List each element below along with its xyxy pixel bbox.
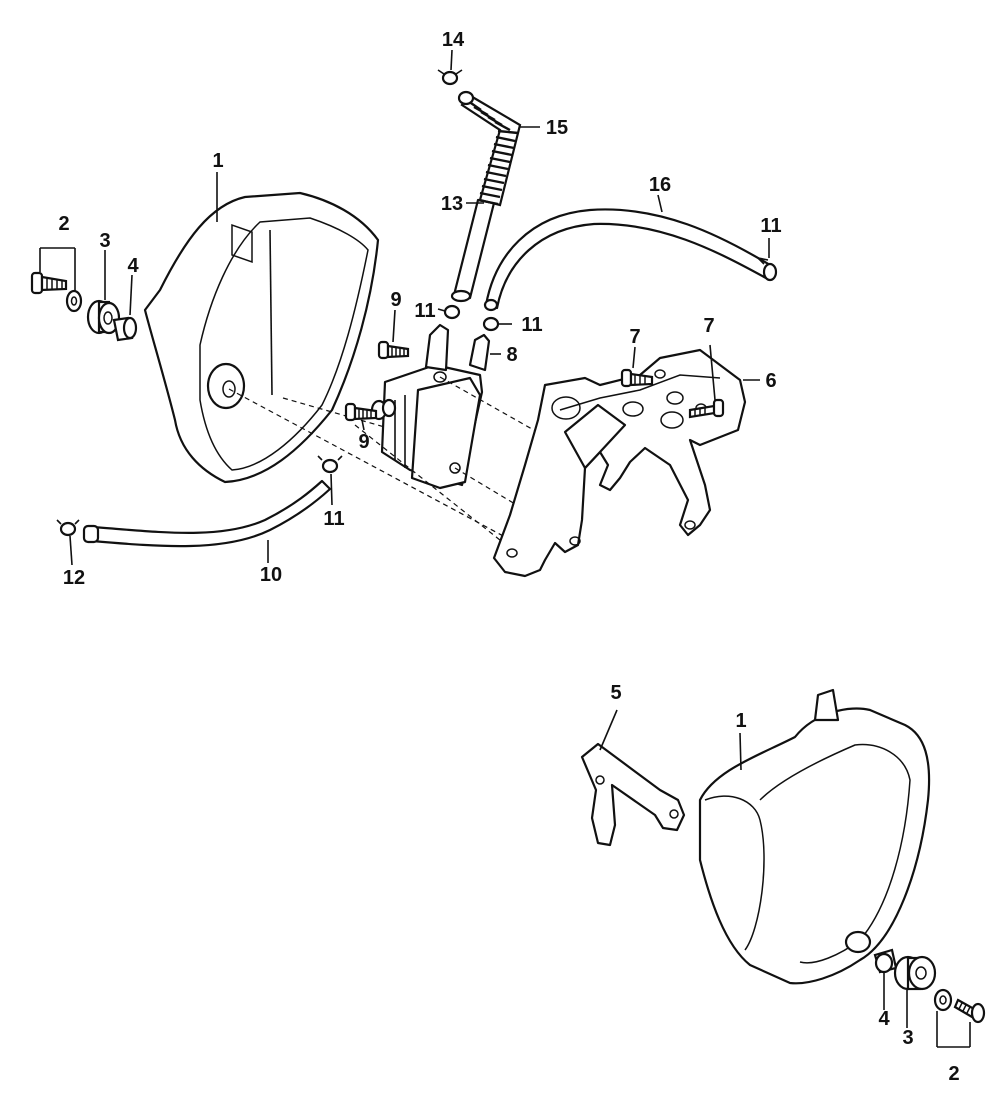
callout-1-upper: 1 [212,150,223,172]
fuel-pump-cover-upper [143,191,380,484]
callout-12: 12 [63,567,85,589]
callout-labels: 1 2 3 4 6 7 7 8 9 9 10 11 11 11 11 12 13… [58,29,959,1085]
fuel-hose-16 [483,208,778,312]
grommet-lower [893,955,937,991]
callout-11-lower: 11 [323,508,344,530]
callout-1-lower: 1 [735,710,746,732]
fuel-pump-cover-lower [698,688,931,985]
clamp-11-a [443,304,461,320]
grommet-upper [86,299,121,335]
screw-7-right [688,398,725,419]
leader-lines [39,49,971,1048]
clamp-14 [437,69,463,86]
clamp-11-c [317,455,343,474]
callout-6: 6 [765,370,776,392]
callout-16: 16 [649,174,671,196]
pump-hose-13 [450,198,496,303]
callout-5: 5 [610,682,621,704]
pump-bracket [492,348,747,578]
callout-4-upper: 4 [127,255,139,277]
clamp-12 [56,519,80,537]
screw-upper [30,271,83,313]
screw-9-upper [377,340,410,360]
screw-lower [933,988,986,1024]
screw-7-left [620,368,654,388]
callout-2-upper: 2 [58,213,69,235]
callout-9-upper: 9 [390,289,401,311]
fuel-hose-10 [82,479,332,548]
callout-11-right: 11 [521,314,542,336]
callout-7-left: 7 [629,326,640,348]
bushing-lower [873,948,898,974]
fuel-pump [380,323,491,490]
callout-15: 15 [546,117,568,139]
bracket-5 [580,742,686,847]
callout-3-lower: 3 [902,1027,913,1049]
callout-7-right: 7 [703,315,714,337]
bushing-upper [112,316,138,342]
callout-2-lower: 2 [948,1063,959,1085]
hose-spring-15 [457,90,522,207]
callout-3-upper: 3 [99,230,110,252]
callout-10: 10 [260,564,282,586]
callout-4-lower: 4 [878,1008,890,1030]
callout-9-lower: 9 [358,431,369,453]
clamp-11-b [482,316,500,332]
callout-14: 14 [442,29,465,51]
callout-11-left: 11 [414,300,435,322]
callout-11-hose-end: 11 [760,215,781,237]
screw-9-lower [344,402,378,422]
callout-13: 13 [441,193,463,215]
callout-8: 8 [506,344,517,366]
